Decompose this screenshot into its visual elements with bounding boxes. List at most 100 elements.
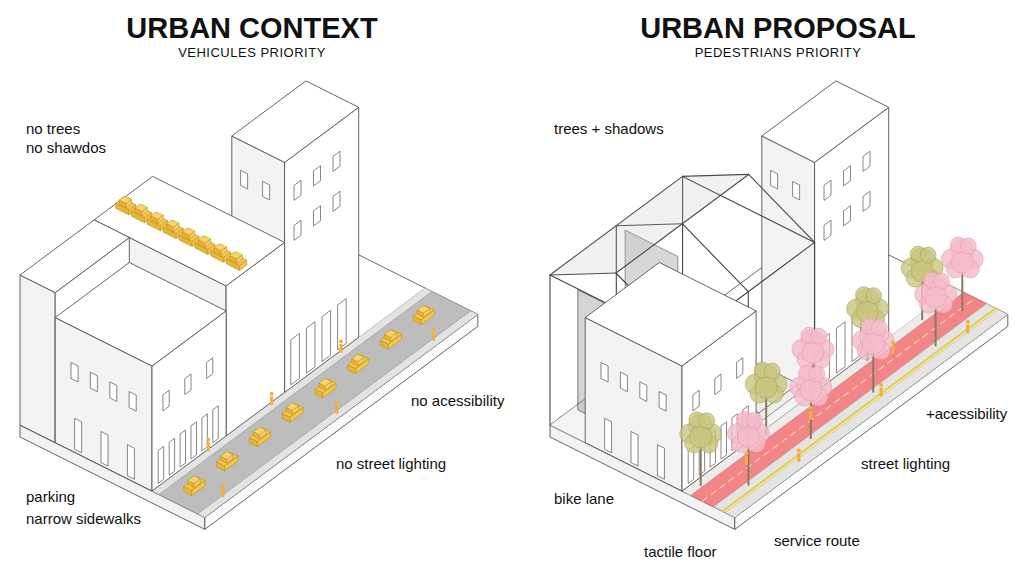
annotation-label: narrow sidewalks — [25, 510, 142, 527]
pedestrian-figure — [797, 453, 800, 462]
tree-canopy — [802, 341, 824, 363]
window — [824, 180, 831, 200]
window — [863, 151, 870, 171]
car-cabin-top — [230, 251, 243, 259]
car-cabin-top — [198, 236, 211, 244]
car-cabin-top — [352, 354, 364, 362]
car-cabin-top — [167, 220, 180, 228]
panel-subtitle: VEHICULES PRIORITY — [177, 46, 327, 61]
tree-canopy — [764, 363, 780, 379]
car-cabin-top — [182, 228, 195, 236]
car-top — [217, 452, 238, 466]
building-top — [55, 263, 226, 367]
window — [294, 180, 301, 200]
window — [213, 406, 219, 443]
pedestrian-head — [432, 327, 436, 331]
window — [601, 363, 608, 383]
window — [129, 392, 136, 412]
annotation-label: service route — [773, 532, 861, 549]
window — [715, 374, 721, 395]
window — [793, 181, 800, 200]
annotation-label: street lighting — [860, 455, 951, 472]
window — [333, 151, 340, 171]
car-top — [348, 355, 369, 369]
window — [75, 418, 82, 453]
tree-canopy — [755, 376, 777, 398]
pedestrian-figure — [335, 405, 338, 414]
annotation-label: no trees — [25, 120, 81, 137]
window — [657, 445, 664, 480]
tree-canopy — [951, 251, 973, 273]
window — [291, 333, 300, 384]
car-top — [413, 306, 434, 320]
panel-title: URBAN PROPOSAL — [639, 12, 917, 45]
window — [169, 438, 174, 475]
window — [338, 299, 347, 350]
car-cabin-top — [221, 452, 233, 460]
window — [824, 220, 831, 240]
pedestrian-head — [221, 484, 225, 488]
building-top — [585, 263, 756, 367]
window — [836, 322, 845, 373]
window — [101, 432, 108, 467]
window — [202, 414, 208, 451]
tree-canopy — [809, 366, 825, 382]
pedestrian-head — [797, 449, 801, 453]
window — [844, 166, 851, 186]
car-cabin-top — [253, 427, 265, 435]
tree-canopy — [746, 412, 762, 428]
window — [333, 191, 340, 211]
building-side — [20, 275, 55, 443]
pedestrian-figure — [339, 344, 342, 353]
pedestrian-head — [744, 452, 748, 456]
pedestrian-figure — [221, 488, 224, 497]
tree-canopy — [920, 247, 936, 263]
window — [322, 310, 331, 361]
window — [605, 418, 612, 453]
service-route — [714, 304, 1008, 518]
pedestrian-head — [879, 383, 883, 387]
tree-canopy — [690, 426, 712, 448]
tree-canopy — [871, 320, 887, 336]
pedestrian-figure — [809, 410, 812, 419]
window — [771, 170, 778, 189]
pedestrian-head — [966, 320, 970, 324]
window — [90, 372, 97, 392]
car-top — [282, 404, 303, 418]
pavilion-rafter — [749, 174, 815, 242]
pedestrian-head — [891, 340, 895, 344]
window — [71, 363, 78, 383]
pedestrian-head — [339, 339, 343, 343]
window — [844, 206, 851, 226]
window — [207, 358, 213, 379]
annotation-label: trees + shadows — [553, 120, 665, 137]
car-cabin-top — [384, 330, 396, 338]
pedestrian-figure — [207, 442, 210, 451]
window — [294, 220, 301, 240]
car-cabin-top — [319, 378, 331, 386]
tree-canopy — [862, 333, 884, 355]
building-top — [762, 81, 889, 162]
tree-canopy — [866, 288, 882, 304]
roof-pane — [550, 174, 749, 275]
car-cabin-top — [417, 305, 429, 313]
window — [180, 430, 185, 467]
annotation-label: no shawdos — [25, 139, 107, 156]
pedestrian-head — [335, 400, 339, 404]
window — [659, 392, 666, 412]
car-top — [184, 477, 205, 491]
pedestrian-head — [270, 392, 274, 396]
window — [721, 422, 727, 459]
car-cabin-top — [151, 212, 164, 220]
tree-canopy — [800, 379, 822, 401]
annotation-label: no acessibility — [410, 392, 505, 409]
window — [620, 372, 627, 392]
window — [263, 181, 270, 200]
pavilion-post — [549, 275, 550, 425]
pedestrian-figure — [966, 324, 969, 333]
panel-subtitle: PEDESTRIANS PRIORITY — [694, 46, 863, 61]
window — [640, 382, 647, 402]
window — [110, 382, 117, 402]
